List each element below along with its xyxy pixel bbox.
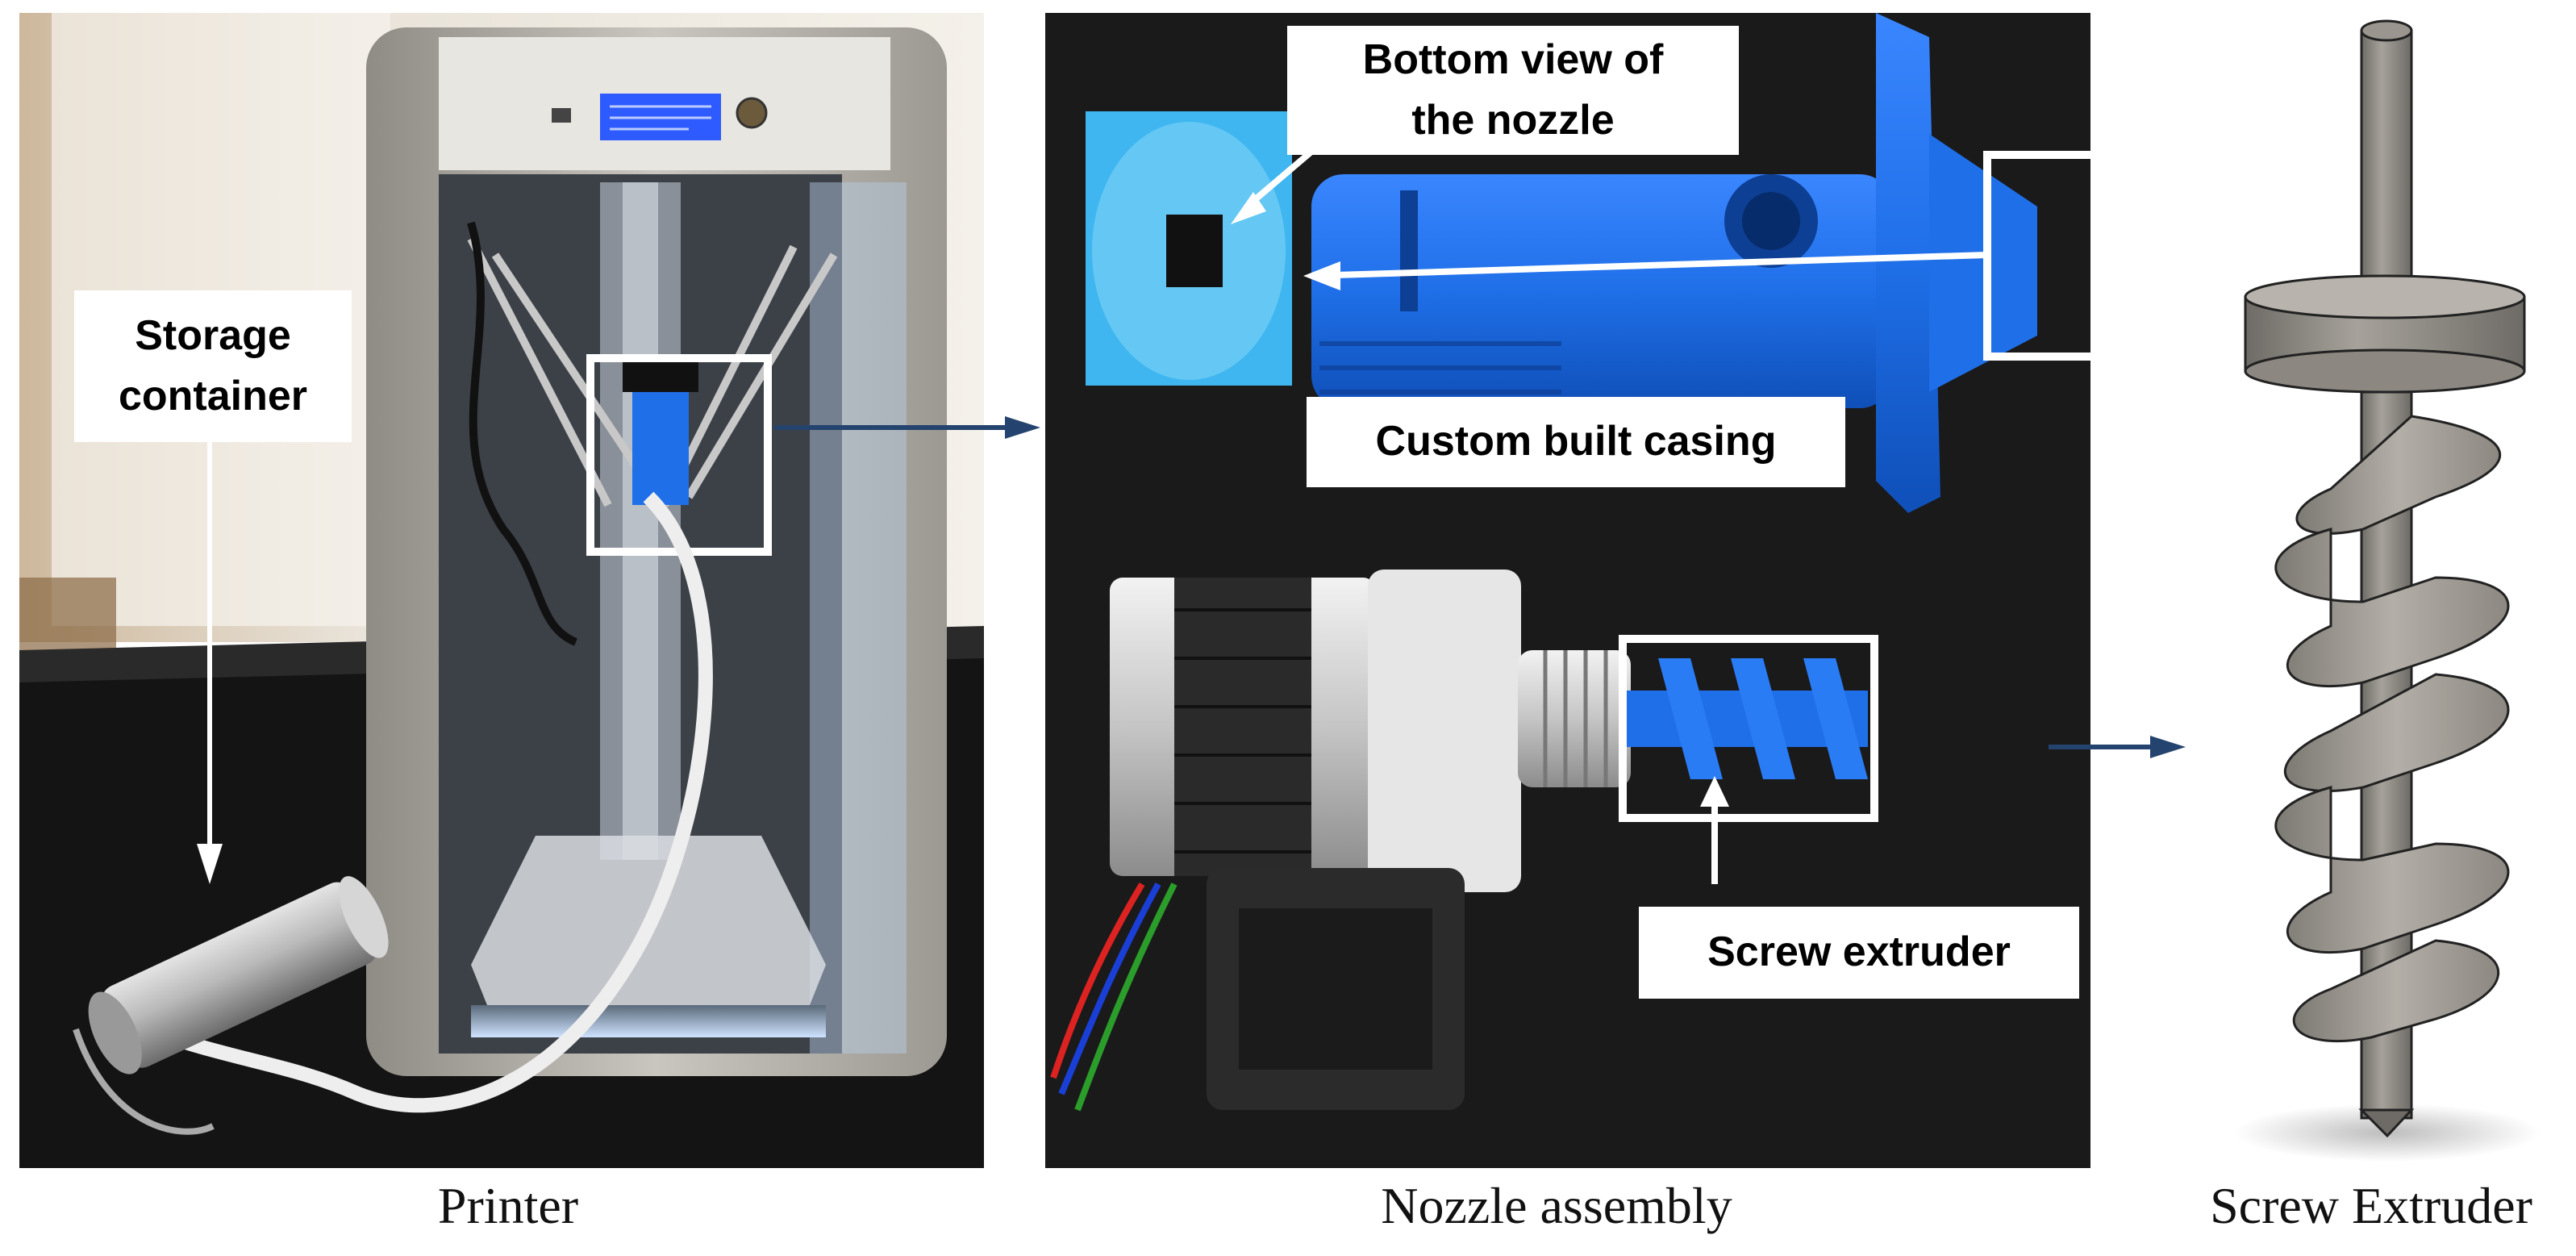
sd-slot — [552, 108, 571, 123]
storage-label-line2: container — [118, 373, 308, 419]
printer-photo — [19, 13, 984, 1168]
storage-container-label: Storage container — [74, 290, 352, 442]
screw-highlight-box — [1619, 635, 1878, 822]
caption-screw-extruder: Screw Extruder — [2210, 1177, 2532, 1234]
connector-arrow-screw — [2049, 736, 2186, 758]
caption-printer: Printer — [437, 1177, 579, 1234]
casing-flange — [1876, 13, 1940, 513]
screw-extruder-text: Screw extruder — [1707, 928, 2011, 976]
screw-illustration — [2234, 19, 2541, 1162]
screw-extruder-render — [2194, 13, 2576, 1168]
top-shaft — [2360, 29, 2413, 307]
storage-arrow-head — [197, 844, 223, 884]
storage-label-line1: Storage — [135, 311, 291, 359]
square-nozzle-hole — [1166, 215, 1223, 287]
bottom-view-line2: the nozzle — [1411, 97, 1615, 144]
screw-tip — [2358, 1108, 2415, 1138]
storage-cylinder — [88, 876, 389, 1074]
motor-housing — [1368, 570, 1521, 892]
custom-casing-text: Custom built casing — [1375, 418, 1777, 465]
bottom-view-line1: Bottom view of — [1362, 35, 1664, 83]
plate-glow — [471, 1005, 826, 1037]
helical-flights — [2274, 415, 2510, 1042]
tip-to-inset-arrow — [1335, 252, 1988, 278]
casing-slot — [1400, 190, 1418, 311]
bottom-view-label: Bottom view of the nozzle — [1287, 26, 1739, 155]
printer-illustration — [19, 13, 984, 1168]
caption-nozzle-assembly: Nozzle assembly — [1381, 1177, 1732, 1234]
chamber-glass — [810, 182, 907, 1054]
control-knob — [736, 97, 768, 129]
shaft-coupler — [1518, 650, 1631, 787]
screw-extruder-label: Screw extruder — [1639, 907, 2079, 999]
connector-arrow-printer — [774, 416, 1040, 439]
custom-casing-label: Custom built casing — [1307, 397, 1845, 487]
feed-tube — [121, 491, 713, 1113]
